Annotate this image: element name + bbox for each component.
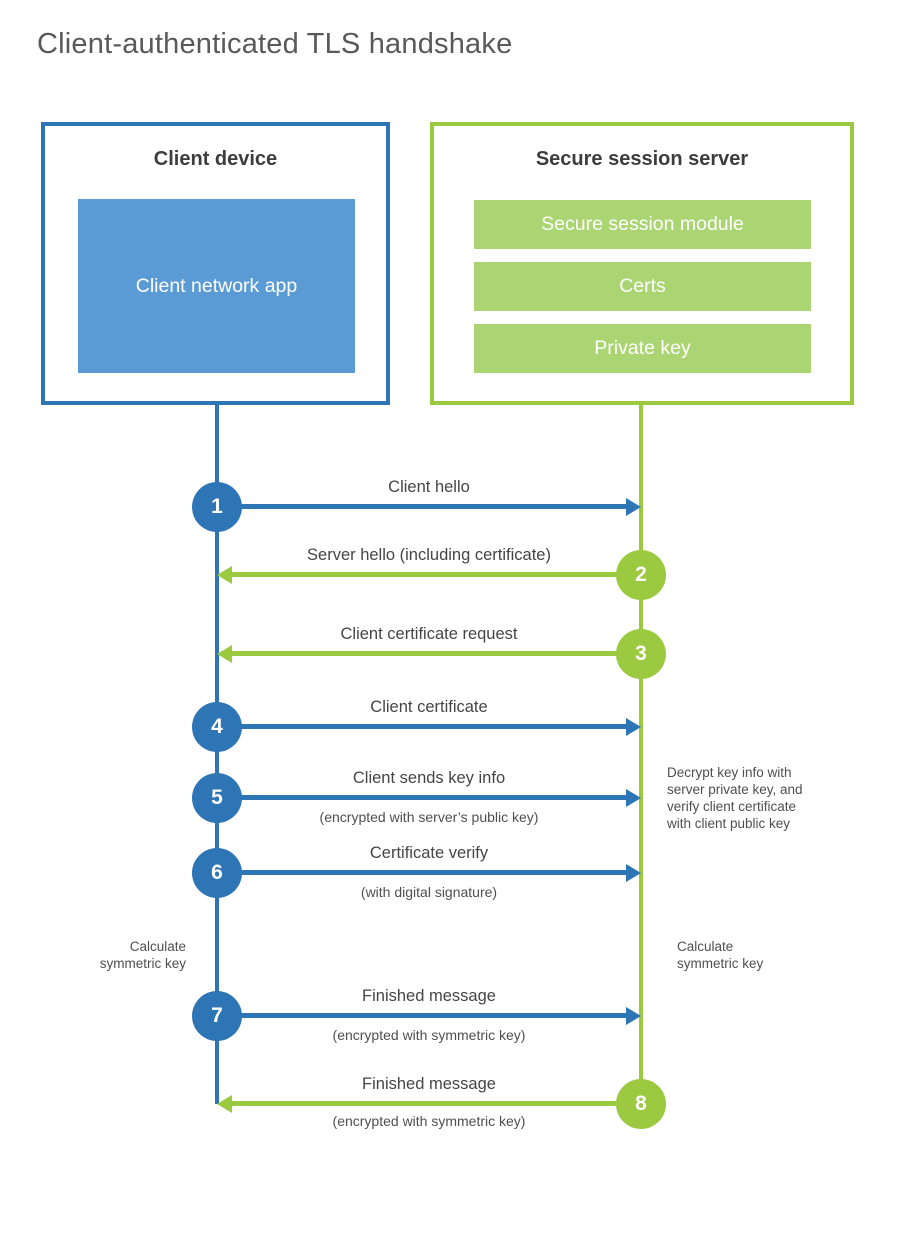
- arrow-head-right-icon: [626, 864, 641, 882]
- note-line: server private key, and: [667, 782, 803, 797]
- message-label: Finished message: [362, 987, 496, 1005]
- message-label: Certificate verify: [369, 844, 489, 862]
- arrow-head-right-icon: [626, 789, 641, 807]
- client-network-app-module: Client network app: [78, 199, 355, 373]
- arrow-line: [217, 1013, 626, 1018]
- arrow-head-left-icon: [217, 566, 232, 584]
- note-line: Calculate: [677, 939, 734, 954]
- message-label: Client hello: [388, 478, 470, 496]
- note-line: Calculate: [129, 939, 186, 954]
- note-line: with client public key: [667, 816, 791, 831]
- calculate-symmetric-key-note-client: Calculate symmetric key: [56, 938, 186, 972]
- arrow-head-left-icon: [217, 1095, 232, 1113]
- decrypt-key-note: Decrypt key info with server private key…: [667, 764, 837, 832]
- note-line: Decrypt key info with: [667, 765, 792, 780]
- step-badge-3: 3: [616, 629, 666, 679]
- server-lifeline: [639, 404, 643, 1104]
- client-lifeline: [215, 404, 219, 1104]
- message-label: Server hello (including certificate): [307, 546, 551, 564]
- secure-session-module: Secure session module: [474, 200, 811, 249]
- message-label: Client sends key info: [352, 769, 506, 787]
- certs-module: Certs: [474, 262, 811, 311]
- client-network-app-label: Client network app: [135, 274, 298, 297]
- note-line: symmetric key: [99, 956, 186, 971]
- message-sublabel: (encrypted with symmetric key): [332, 1113, 526, 1129]
- message-label: Client certificate request: [340, 625, 518, 643]
- arrow-line: [217, 870, 626, 875]
- step-badge-7: 7: [192, 991, 242, 1041]
- secure-session-server-title: Secure session server: [535, 148, 749, 170]
- step-badge-8: 8: [616, 1079, 666, 1129]
- arrow-head-left-icon: [217, 645, 232, 663]
- arrow-line: [217, 724, 626, 729]
- step-badge-4: 4: [192, 702, 242, 752]
- client-device-title: Client device: [153, 148, 278, 170]
- message-label: Finished message: [362, 1075, 496, 1093]
- note-line: verify client certificate: [667, 799, 797, 814]
- message-sublabel: (with digital signature): [360, 884, 498, 900]
- step-badge-2: 2: [616, 550, 666, 600]
- step-badge-5: 5: [192, 773, 242, 823]
- arrow-line: [232, 651, 641, 656]
- arrow-head-right-icon: [626, 498, 641, 516]
- arrow-line: [232, 1101, 641, 1106]
- arrow-line: [217, 795, 626, 800]
- arrow-head-right-icon: [626, 718, 641, 736]
- step-badge-6: 6: [192, 848, 242, 898]
- calculate-symmetric-key-note-server: Calculate symmetric key: [677, 938, 817, 972]
- private-key-module: Private key: [474, 324, 811, 373]
- message-label: Client certificate: [370, 698, 488, 716]
- message-sublabel: (encrypted with symmetric key): [332, 1027, 526, 1043]
- step-badge-1: 1: [192, 482, 242, 532]
- arrow-line: [232, 572, 641, 577]
- page-title: Client-authenticated TLS handshake: [37, 28, 513, 60]
- note-line: symmetric key: [677, 956, 764, 971]
- arrow-line: [217, 504, 626, 509]
- message-sublabel: (encrypted with server’s public key): [319, 809, 539, 825]
- arrow-head-right-icon: [626, 1007, 641, 1025]
